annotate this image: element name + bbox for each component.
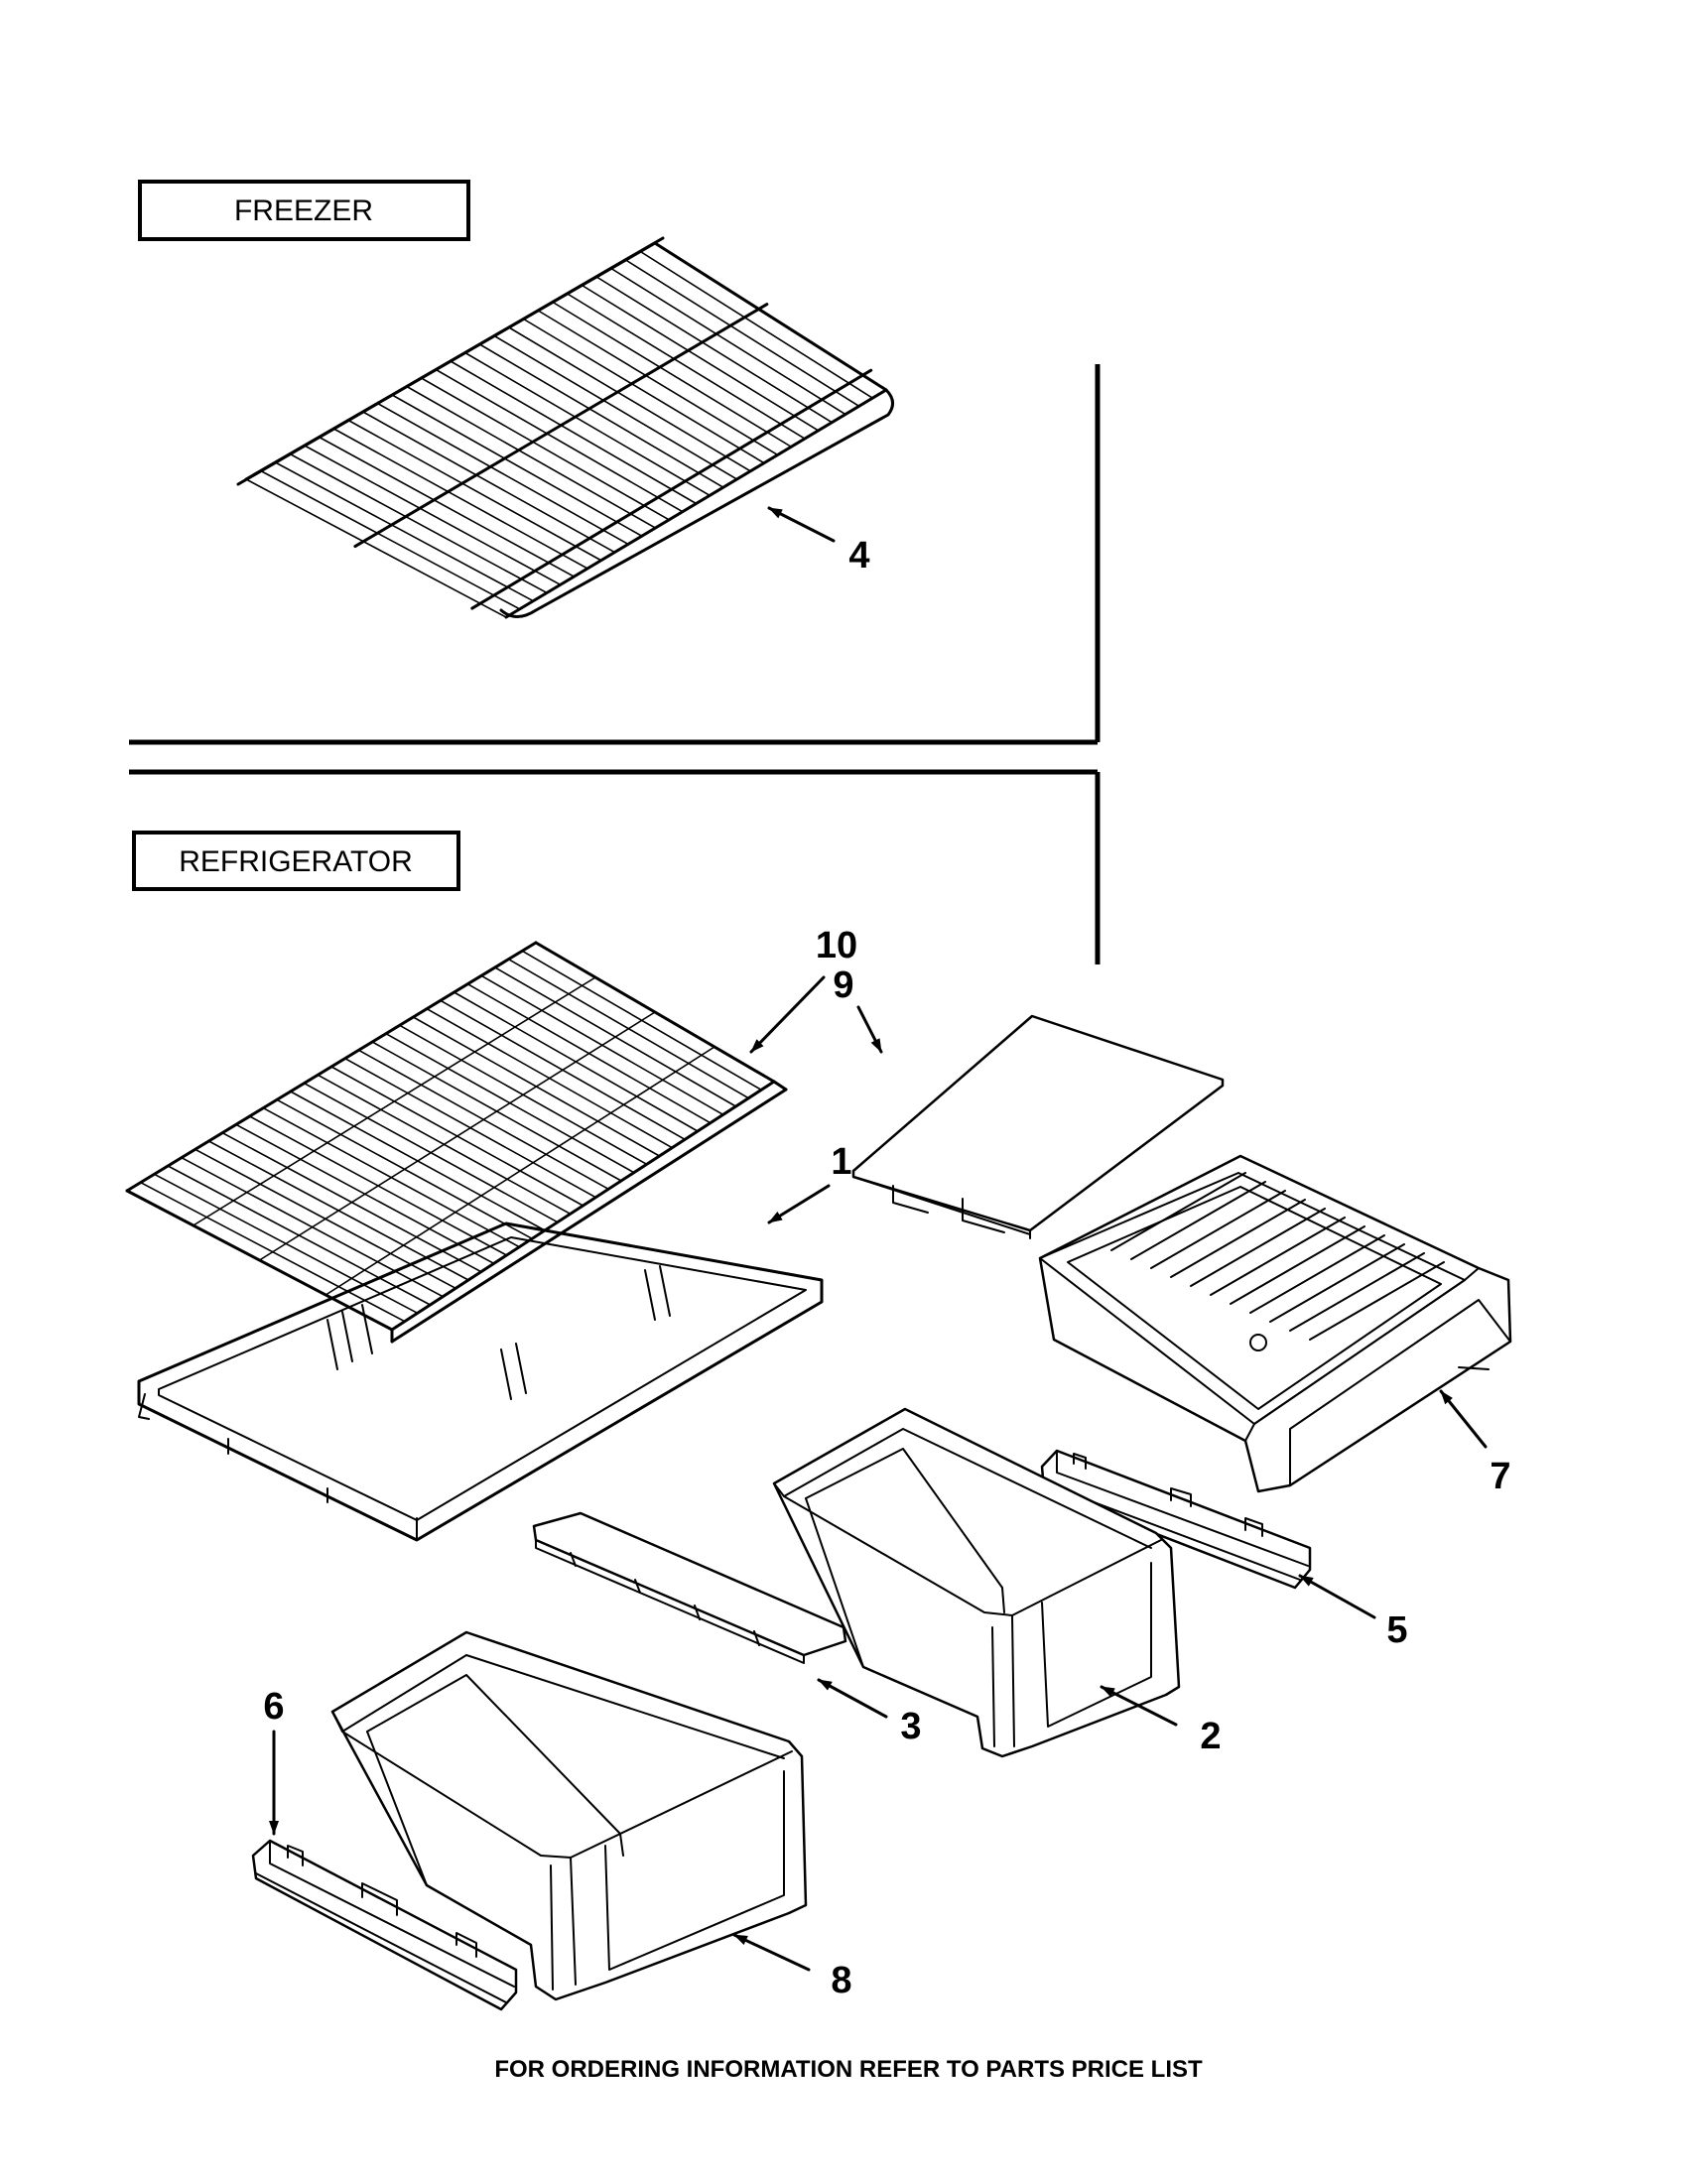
shelf-wire — [654, 242, 887, 391]
right-crisper-drawer — [772, 1407, 1181, 1758]
shelf-wire — [552, 301, 792, 448]
tray-rib — [1269, 1243, 1405, 1323]
shelf-wire — [610, 267, 846, 416]
shelf-wire — [377, 402, 629, 546]
shelf-wire — [362, 411, 615, 554]
shelf-wire — [493, 334, 737, 480]
shelf-wire — [464, 351, 711, 497]
tray-rib — [1150, 1190, 1286, 1269]
shelf-wire — [406, 385, 656, 529]
glass-shelf — [137, 1221, 824, 1542]
left-crisper-drawer — [330, 1630, 808, 2001]
tray-rib — [1130, 1181, 1266, 1260]
shelf-wire — [260, 469, 521, 610]
callout-arrows — [269, 506, 1488, 1972]
shelf-wire — [595, 276, 833, 424]
tray-rib — [1230, 1225, 1365, 1305]
callout-8: 8 — [831, 1960, 851, 2001]
shelf-wire — [450, 360, 697, 505]
callout-9: 9 — [833, 964, 853, 1006]
shelf-long-wire — [193, 976, 596, 1226]
left-crisper-drawer-rail — [251, 1839, 518, 2011]
shelf-wire — [537, 310, 778, 456]
shelf-wire — [391, 394, 643, 537]
tray-rib — [1309, 1261, 1445, 1341]
refrigerator-section-label: REFRIGERATOR — [132, 831, 460, 891]
callout-3: 3 — [900, 1706, 921, 1747]
callout-7: 7 — [1490, 1456, 1510, 1497]
shelf-wire — [319, 436, 575, 578]
tray-rib — [1110, 1172, 1246, 1251]
shelf-wire — [421, 377, 670, 521]
refrigerator-label-text: REFRIGERATOR — [179, 845, 413, 878]
callout-labels: 4 10 9 1 7 5 2 3 6 8 — [263, 535, 1510, 2001]
shelf-long-wire — [325, 1046, 715, 1296]
freezer-section-label: FREEZER — [138, 180, 470, 241]
freezer-label-text: FREEZER — [234, 194, 373, 227]
section-dividers — [129, 364, 1101, 964]
shelf-wire — [347, 419, 602, 562]
shelf-wire — [523, 318, 765, 464]
shelf-wire — [582, 284, 820, 432]
tray-rib — [1190, 1208, 1326, 1287]
shelf-wire — [479, 343, 724, 488]
shelf-frame-bend — [499, 388, 894, 618]
shelf-wire — [275, 461, 534, 602]
shelf-front-channel-end — [772, 1080, 788, 1092]
shelf-wire — [289, 452, 548, 594]
tray-rib — [1249, 1234, 1385, 1314]
tray-rib — [1210, 1217, 1346, 1296]
crisper-cover-panel — [851, 1014, 1225, 1239]
shelf-wire — [567, 293, 806, 440]
shelf-wire — [245, 478, 507, 618]
shelf-wire — [332, 428, 588, 570]
callout-10: 10 — [816, 925, 857, 966]
shelf-wire — [435, 368, 684, 513]
shelf-wire — [304, 445, 562, 585]
callout-1: 1 — [831, 1141, 851, 1183]
footer-note: FOR ORDERING INFORMATION REFER TO PARTS … — [494, 2056, 1203, 2083]
refrigerator-wire-shelf — [125, 941, 788, 1344]
callout-5: 5 — [1386, 1609, 1407, 1651]
meat-keeper-tray — [1038, 1154, 1512, 1493]
shelf-wire — [639, 250, 873, 399]
shelf-long-wire — [259, 1011, 656, 1261]
crisper-divider-cover — [532, 1511, 847, 1664]
freezer-wire-shelf — [236, 236, 894, 619]
shelf-front-channel — [390, 1088, 788, 1344]
shelf-wire — [508, 326, 751, 472]
shelf-wire — [625, 259, 860, 408]
callout-2: 2 — [1200, 1716, 1221, 1757]
callout-6: 6 — [263, 1686, 284, 1728]
callout-4: 4 — [848, 535, 869, 577]
tray-rib — [1170, 1199, 1306, 1278]
tray-rib — [1289, 1252, 1425, 1332]
